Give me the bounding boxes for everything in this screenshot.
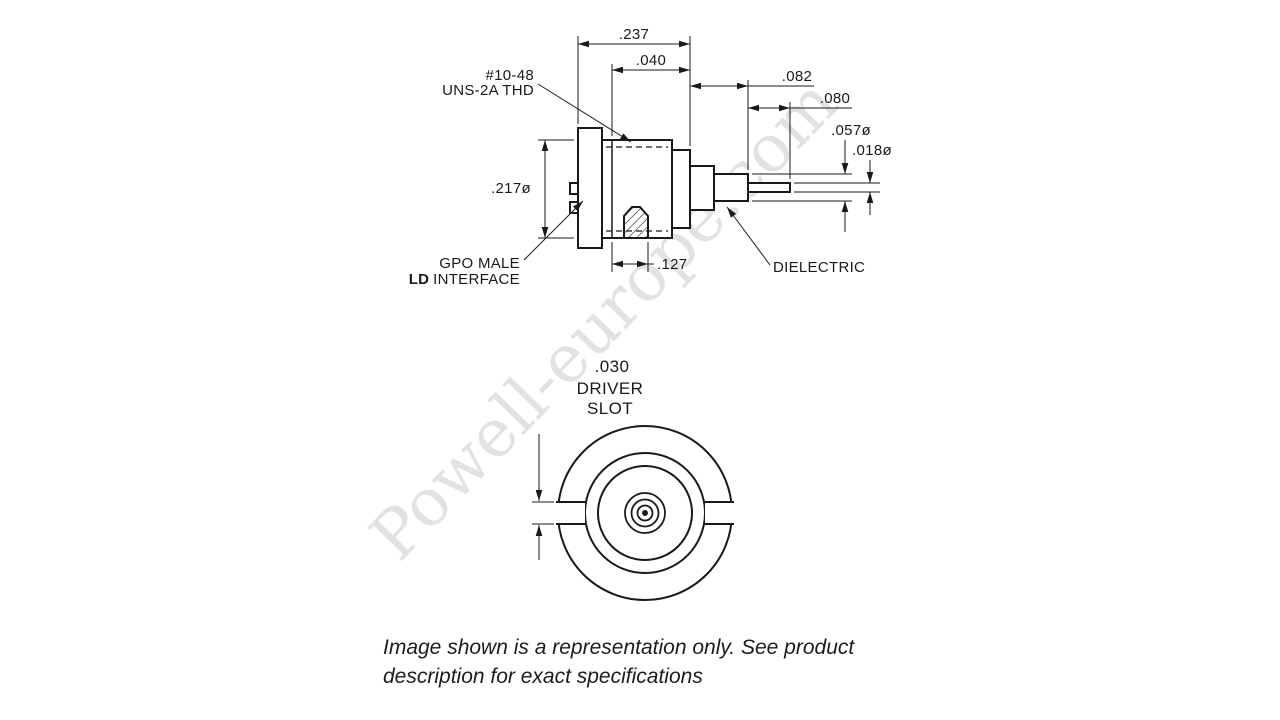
disclaimer-line1: Image shown is a representation only. Se… bbox=[383, 636, 855, 659]
thread-leader-line bbox=[537, 83, 632, 143]
gpo-leader-line bbox=[523, 200, 584, 261]
center-pin-dot bbox=[642, 510, 648, 516]
dielectric-leader-line bbox=[726, 206, 771, 266]
front-view-dimensions bbox=[532, 434, 554, 560]
driver-slot-label-line2: SLOT bbox=[587, 399, 633, 418]
driver-slot-label-line1: DRIVER bbox=[577, 379, 644, 398]
front-view: .030 DRIVER SLOT bbox=[532, 357, 738, 601]
dim-030-label: .030 bbox=[595, 357, 630, 376]
dim-080-label: .080 bbox=[820, 90, 850, 107]
dim-018-label: .018ø bbox=[852, 142, 892, 159]
dim-040-label: .040 bbox=[636, 52, 666, 69]
dim-057-label: .057ø bbox=[831, 122, 871, 139]
front-view-labels: .030 DRIVER SLOT bbox=[577, 357, 644, 418]
side-view: .237 .040 .082 .080 .057ø .018ø .217ø .1… bbox=[409, 26, 892, 288]
front-view-outline bbox=[552, 425, 738, 601]
interface-slot-hatch bbox=[623, 206, 649, 239]
ld-label: LD bbox=[409, 271, 430, 288]
thread-spec-line2: UNS-2A THD bbox=[442, 82, 534, 99]
thread-spec-line1: #10-48 bbox=[485, 67, 534, 84]
dim-082-label: .082 bbox=[782, 68, 812, 85]
connector-outline bbox=[569, 127, 791, 249]
gpo-label-line1: GPO MALE bbox=[439, 255, 520, 272]
dim-217-label: .217ø bbox=[491, 180, 531, 197]
disclaimer-line2: description for exact specifications bbox=[383, 665, 703, 688]
side-view-dimensions bbox=[523, 36, 880, 272]
dielectric-label: DIELECTRIC bbox=[773, 259, 865, 276]
gpo-label-line2: INTERFACE bbox=[433, 271, 520, 288]
disclaimer-text: Image shown is a representation only. Se… bbox=[383, 633, 983, 691]
side-view-labels: .237 .040 .082 .080 .057ø .018ø .217ø .1… bbox=[409, 26, 892, 288]
dim-127-label: .127 bbox=[657, 256, 687, 273]
dim-237-label: .237 bbox=[619, 26, 649, 43]
